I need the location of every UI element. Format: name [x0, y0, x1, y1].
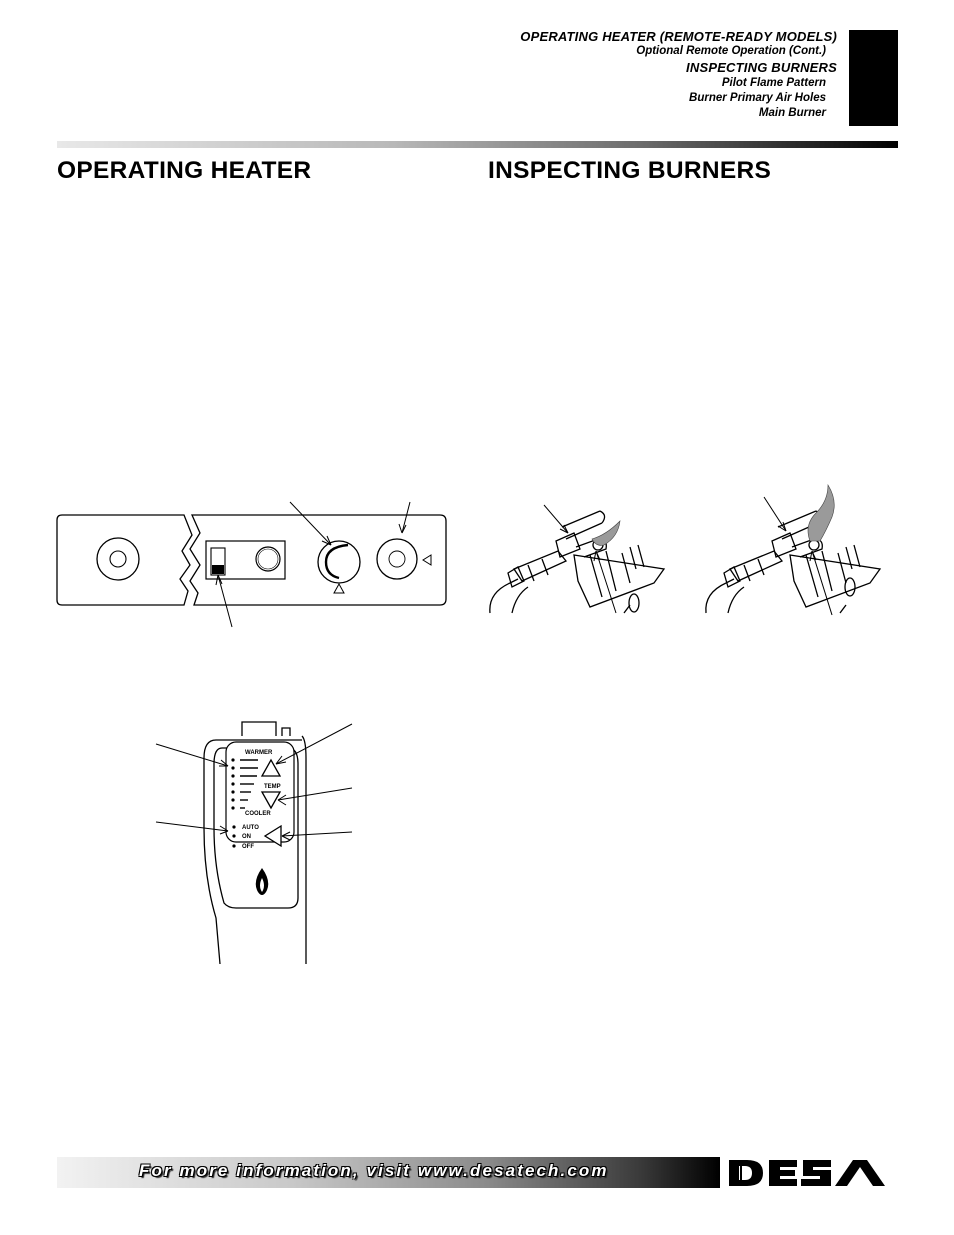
- flame-icon: [255, 868, 269, 895]
- knob-index-triangle: [333, 582, 345, 594]
- page-tab-marker: [849, 30, 898, 126]
- down-arrow-icon[interactable]: [260, 791, 282, 810]
- header-section: INSPECTING BURNERS: [686, 60, 837, 75]
- left-arrow-icon[interactable]: [263, 824, 282, 848]
- pilot-callout-leaders-2: [763, 496, 833, 616]
- piezo-igniter-button[interactable]: [96, 537, 140, 581]
- pilot-flame-figure-correct: [489, 504, 666, 614]
- temp-panel: [225, 741, 295, 843]
- header-topic-air-holes: Burner Primary Air Holes: [689, 92, 826, 104]
- cooler-label: COOLER: [245, 811, 271, 817]
- control-knob[interactable]: [317, 540, 361, 584]
- remote-callout-leaders: [155, 723, 353, 841]
- temp-level-indicators: [231, 758, 258, 810]
- pilot-callout-leaders: [543, 504, 617, 614]
- desa-logo: [729, 1160, 885, 1186]
- up-arrow-icon[interactable]: [260, 758, 282, 777]
- switch-housing: [205, 540, 286, 580]
- callout-leaders: [215, 501, 411, 628]
- header-subtitle: Optional Remote Operation (Cont.): [636, 45, 826, 57]
- remote-control-figure: WARMER TEMP COOLER AUTO ON OFF: [155, 721, 353, 965]
- auto-label: AUTO: [242, 825, 259, 831]
- header-title: OPERATING HEATER (REMOTE-READY MODELS): [520, 29, 837, 44]
- header-rule: [57, 141, 898, 148]
- pilot-flame: [591, 520, 621, 546]
- mode-indicators: [232, 825, 236, 848]
- control-panel-figure: [56, 501, 447, 628]
- button-index-triangle: [422, 554, 432, 566]
- on-label: ON: [242, 834, 251, 840]
- footer-bar: [57, 1157, 720, 1188]
- section-title-operating: OPERATING HEATER: [57, 157, 312, 184]
- section-title-inspecting: INSPECTING BURNERS: [488, 157, 772, 184]
- pilot-flame-lifting: [807, 483, 835, 542]
- pilot-flame-figure-incorrect: [705, 483, 882, 616]
- remote-receiver-button[interactable]: [255, 546, 281, 572]
- footer-link-text[interactable]: For more information, visit www.desatech…: [139, 1161, 609, 1180]
- warmer-label: WARMER: [245, 750, 273, 756]
- header-topic-pilot: Pilot Flame Pattern: [721, 77, 826, 89]
- ignitor-button[interactable]: [376, 538, 418, 580]
- rocker-switch[interactable]: [210, 547, 226, 576]
- off-label: OFF: [242, 844, 254, 850]
- header-topic-main-burner: Main Burner: [758, 107, 826, 119]
- temp-label: TEMP: [264, 784, 281, 790]
